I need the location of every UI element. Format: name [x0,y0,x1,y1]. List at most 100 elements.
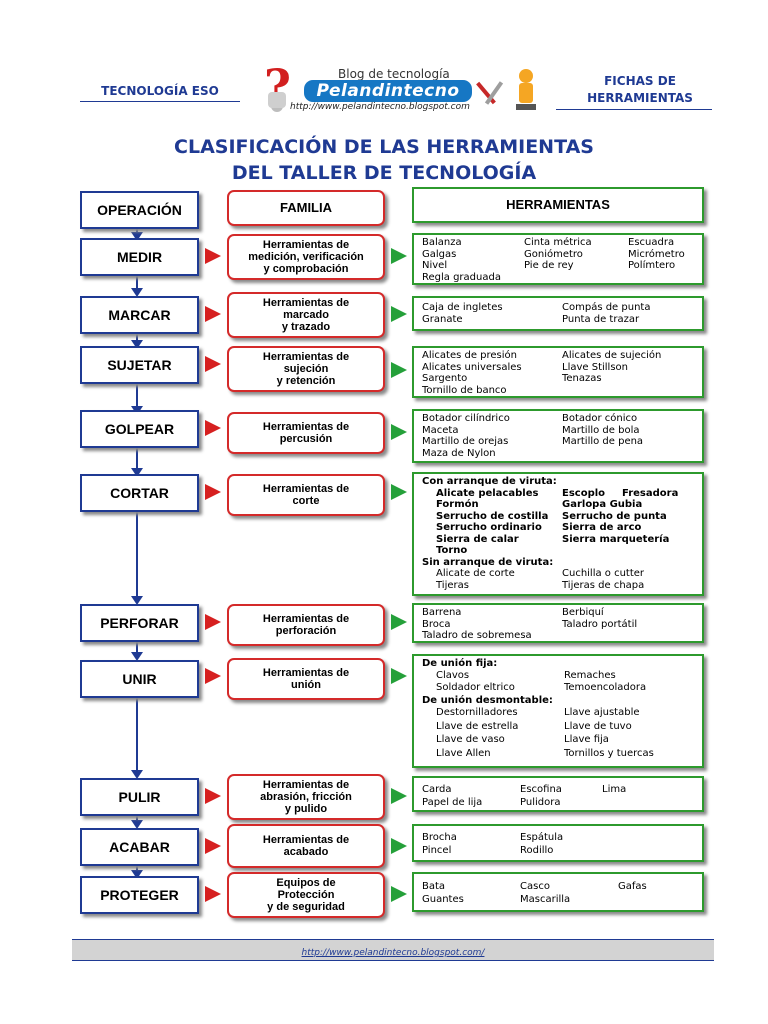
logo-url[interactable]: http://www.pelandintecno.blogspot.com [290,102,470,112]
tool-item: Llave ajustable [564,707,640,718]
tool-item: Pulidora [520,797,561,808]
tool-item: Casco [520,881,550,892]
flow-arrow-down [131,288,143,297]
column-header-tools: HERRAMIENTAS [412,187,704,223]
tool-item: Cuchilla o cutter [562,568,645,579]
family-perforar: Herramientas de perforación [227,604,385,646]
flow-arrow-down [131,468,143,477]
family-line: abrasión, fricción [260,791,352,803]
family-line: Herramientas de [262,351,350,363]
tool-item: Maza de Nylon [422,447,496,459]
tool-item: Llave de vaso [436,734,505,745]
flow-line [136,512,138,602]
family-line: y trazado [281,321,331,333]
arrow-green [391,306,407,322]
tool-item: Punta de trazar [562,313,640,325]
family-line: Herramientas de [262,834,350,846]
arrow-red [205,420,221,436]
arrow-green [391,788,407,804]
tool-item: Goniómetro [524,248,583,260]
arrow-red [205,886,221,902]
flow-line [136,274,138,294]
tool-item: Sargento [422,373,468,384]
tool-item: Clavos [436,669,470,681]
tool-item: Soldador eltrico [436,682,515,693]
tool-item: Serrucho de punta [562,510,667,522]
flow-arrow-down [131,770,143,779]
tools-perforar: Barrena Berbiquí Broca Taladro portátil … [412,603,704,643]
arrow-red [205,838,221,854]
operation-sujetar: SUJETAR [80,346,199,384]
tool-item: Martillo de bola [562,424,640,436]
tool-item: Espátula [520,832,564,843]
column-header-operation: OPERACIÓN [80,191,199,229]
flow-line [136,696,138,776]
tool-item: Papel de lija [422,797,483,808]
tool-item: Llave de estrella [436,720,519,732]
family-line: perforación [275,625,337,637]
arrow-red [205,306,221,322]
tools-proteger: Bata Casco Gafas Guantes Mascarilla [412,872,704,912]
family-line: y comprobación [263,263,349,275]
header-right-rule [556,109,712,110]
flow-arrow-down [131,232,143,241]
tool-item: Cinta métrica [524,237,592,248]
tool-item: Mascarilla [520,894,571,905]
tools-unir: De unión fija: Clavos Remaches Soldador … [412,654,704,768]
tool-item: Alicates de sujeción [562,350,662,361]
tool-item: Tenazas [562,373,602,384]
operation-cortar: CORTAR [80,474,199,512]
tool-item: Llave Stillson [562,361,628,373]
logo-graphic: ? [264,59,536,113]
tool-item: Regla graduada [422,271,501,283]
tool-item: Micrómetro [628,248,685,260]
family-line: medición, verificación [248,251,364,263]
flow-line [136,384,138,412]
flow-arrow-down [131,820,143,829]
operation-pulir: PULIR [80,778,199,816]
arrow-green [391,886,407,902]
tool-item: Fresadora [622,487,679,499]
blog-logo[interactable]: ? [244,59,550,114]
tool-item: Taladro portátil [562,618,638,630]
arrow-red [205,356,221,372]
tool-item: Galgas [422,248,457,260]
footer-link[interactable]: http://www.pelandintecno.blogspot.com/ [301,948,485,958]
family-acabar: Herramientas de acabado [227,824,385,868]
tool-item: Tijeras de chapa [562,579,645,591]
family-line: Herramientas de [262,779,350,791]
tool-item: Llave de tuvo [564,720,632,732]
tools-marcar: Caja de ingletes Compás de punta Granate… [412,296,704,331]
header-left-rule [80,101,240,102]
tool-item: Pie de rey [524,260,574,271]
tool-item: Gafas [618,881,647,892]
arrow-green [391,614,407,630]
tool-item: Alicate de corte [436,568,515,579]
tools-pulir: Carda Escofina Lima Papel de lija Pulido… [412,776,704,812]
family-line: Equipos de [276,877,336,889]
operation-perforar: PERFORAR [80,604,199,642]
family-line: Herramientas de [262,483,350,495]
arrow-red [205,484,221,500]
tool-item: Barrena [422,607,462,618]
family-line: Protección [277,889,335,901]
tool-item: Temoencoladora [564,682,647,693]
family-pulir: Herramientas de abrasión, fricción y pul… [227,774,385,820]
flow-line [136,640,138,658]
tool-item: Nivel [422,260,448,271]
family-line: Herramientas de [262,613,350,625]
arrow-red [205,248,221,264]
operation-medir: MEDIR [80,238,199,276]
tool-item: Broca [422,618,451,630]
flow-arrow-down [131,870,143,879]
tool-item: Serrucho ordinario [436,522,542,533]
tools-subheading: Con arranque de viruta: [422,476,557,487]
tool-item: Taladro de sobremesa [422,630,532,641]
arrow-green [391,424,407,440]
flow-line [136,446,138,474]
tool-item: Berbiquí [562,607,604,618]
footer-bar: http://www.pelandintecno.blogspot.com/ [72,939,714,961]
tools-sujetar: Alicates de presión Alicates de sujeción… [412,346,704,398]
tool-item: Granate [422,313,463,325]
tool-item: Tijeras [436,579,469,591]
